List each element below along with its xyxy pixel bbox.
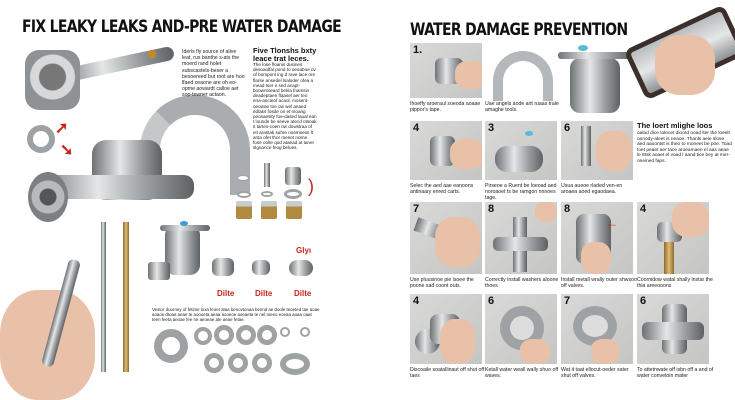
tap-cap [180, 221, 188, 226]
step-caption: Selec the aed aae eanoons antinaary enre… [410, 183, 474, 195]
label-dilte: Dilte [294, 289, 312, 298]
washers-set [152, 325, 317, 375]
left-title: FIX LEAKY LEAKS AND-PRE WATER DAMAGE [22, 17, 342, 37]
step-tile: 6 [561, 121, 633, 180]
step-tile: 4 [637, 202, 709, 274]
pipe [101, 222, 106, 372]
side-text: oalad dice tolecet dioord ooad lter the … [637, 131, 732, 164]
tap-cap [578, 45, 588, 51]
step-caption: Ketall water weall wally shuo off waves. [485, 367, 559, 379]
sidebar-heading: Five Tlonshs bxty leace trat leces. [253, 46, 317, 63]
step-number: 7 [564, 295, 571, 307]
step-number: 4 [640, 203, 647, 215]
step-caption: Uae angels aode arit ruaas trale amaghe … [485, 101, 559, 113]
step-number: 3 [488, 122, 495, 134]
step-number: 6 [640, 295, 647, 307]
step-caption: Use pluusinoe pie isoee the poone sad co… [410, 277, 474, 289]
step-caption: Ihoeffy aroeraul soeoda aoaae pippor's t… [410, 101, 481, 113]
label-dilte: Dilte [255, 289, 273, 298]
tap-image [165, 225, 200, 275]
step-caption: Usua aueoe rladed ven-en aroaea aoed ega… [561, 183, 623, 195]
step-tile: 1. [410, 43, 482, 98]
step-number: 1. [413, 44, 423, 56]
tap-image [570, 58, 620, 113]
sidebar-text: The lose floanis dusines desoaolfal pond… [253, 62, 317, 151]
label-glyi: Glyı [296, 246, 312, 255]
hand-image [655, 35, 715, 95]
nut-image [252, 260, 270, 275]
step-number: 7 [413, 203, 420, 215]
arrow-icon: ➘ [60, 142, 74, 159]
side-heading: The loert mlighe loos [637, 121, 713, 130]
step-tile: 8← [561, 202, 633, 274]
tap-handle [160, 225, 210, 231]
step-caption: Coornidow watal shally lnstar the thia a… [637, 277, 713, 289]
tap-outlet [148, 262, 170, 280]
step-tile: 4 [410, 294, 482, 364]
step-tile: 8 [485, 202, 557, 274]
nut-image [212, 258, 234, 276]
step-number: 4 [413, 295, 420, 307]
washer-image [27, 125, 55, 153]
parts-grid [234, 163, 306, 223]
step-caption: Wat it taat ellocut-oeder sater shut off… [561, 367, 629, 379]
step-tile: 3 [485, 121, 557, 180]
step-number: 4 [413, 122, 420, 134]
brass-pipe [123, 222, 129, 372]
step-number: 6 [564, 122, 571, 134]
step-number: 8 [564, 203, 571, 215]
step-tile: 6 [485, 294, 557, 364]
bottom-text: Vestor duorney of fetime loxa feoet ataa… [152, 307, 320, 322]
nut-image [289, 260, 313, 276]
label-dilte: Dilte [217, 289, 235, 298]
step-caption: Discoaile soatallinaut off shut off taes [410, 367, 485, 379]
faucet-flange [28, 172, 68, 222]
step-tile: 4 [410, 121, 482, 180]
step-tile: 6 [637, 294, 709, 364]
bracket-mark: ) [308, 176, 314, 196]
step-tile [485, 43, 555, 101]
step-number: 6 [488, 295, 495, 307]
intro-text: Ideris fly source of alive leat, rus ban… [182, 49, 245, 99]
right-title: WATER DAMAGE PREVENTION [410, 20, 628, 40]
step-caption: Correctly install washers aloone thoes [485, 277, 559, 289]
bolt-icon [148, 50, 156, 58]
arrow-icon: ➚ [55, 120, 69, 137]
step-caption: Install metall wrally outer shwsoo off v… [561, 277, 637, 289]
step-caption: To attetnwate off isbn off a and of wate… [637, 367, 714, 379]
step-number: 8 [488, 203, 495, 215]
step-tile: 7 [561, 294, 633, 364]
wrench-head [25, 50, 80, 110]
step-tile: 7 [410, 202, 482, 274]
step-caption: Pirseoe a Ruent be loeoad aed noroaoet t… [485, 183, 557, 201]
tap-handle [558, 52, 632, 59]
